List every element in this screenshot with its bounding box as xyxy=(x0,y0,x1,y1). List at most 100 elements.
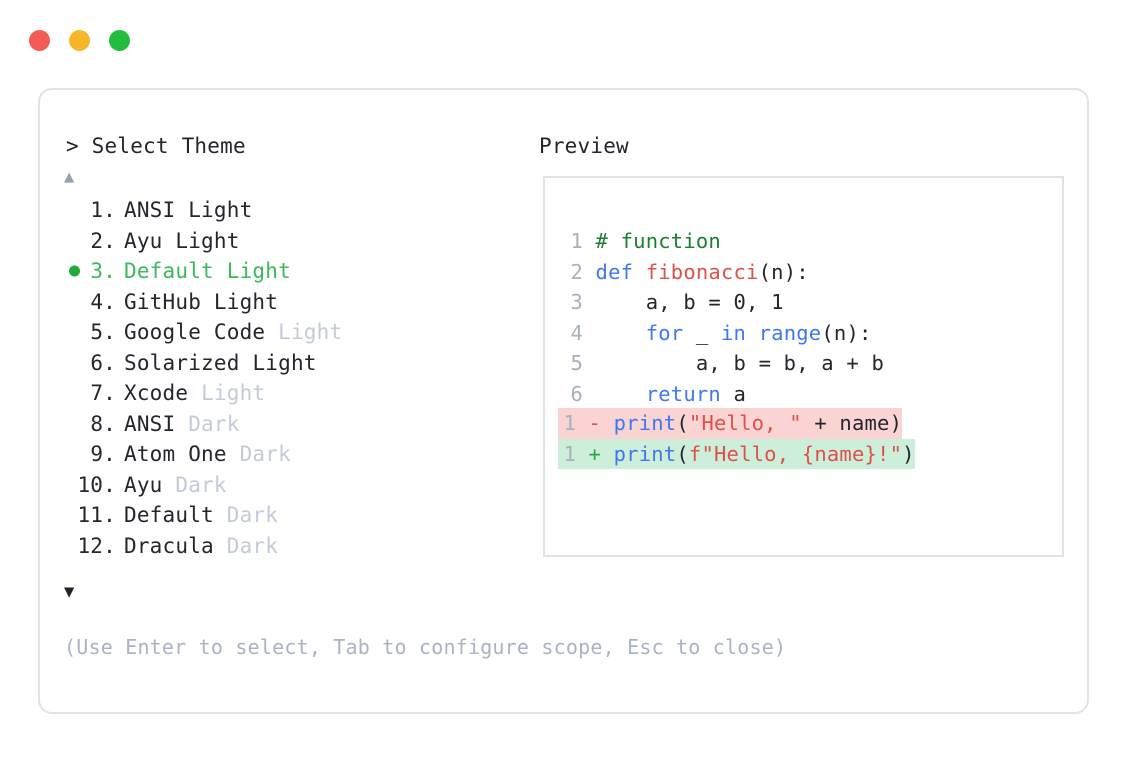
diff-token: ( xyxy=(676,411,689,435)
diff-block: 1 - print("Hello, " + name)1 + print(f"H… xyxy=(558,408,915,469)
line-number: 2 xyxy=(570,259,583,284)
code-gutter-space xyxy=(583,321,596,345)
window-titlebar xyxy=(29,30,130,51)
theme-item-name: Google Code xyxy=(124,320,279,345)
theme-item-index: 11. xyxy=(77,503,116,528)
theme-item-variant: Light xyxy=(188,198,253,223)
code-token xyxy=(746,321,759,345)
scroll-up-icon[interactable]: ▲ xyxy=(64,167,75,187)
code-token: a xyxy=(720,381,747,406)
theme-item-name: Xcode xyxy=(124,381,202,406)
code-token: (n): xyxy=(821,320,872,345)
theme-item-index: 3. xyxy=(90,259,116,284)
diff-sign: - xyxy=(576,411,614,435)
code-line: 1 # function xyxy=(565,226,884,257)
theme-item-variant: Light xyxy=(175,228,240,253)
code-token: return xyxy=(645,381,721,406)
theme-item-index: 4. xyxy=(90,289,116,314)
theme-item-name: ANSI xyxy=(124,411,189,436)
code-line: 6 return a xyxy=(565,379,884,410)
theme-item-name: Ayu xyxy=(124,228,176,253)
code-token: a, b = b, a + b xyxy=(595,351,885,375)
diff-sign: + xyxy=(576,441,614,466)
code-line: 4 for _ in range(n): xyxy=(565,318,884,349)
code-token: a, b = 0, 1 xyxy=(595,290,784,314)
theme-item-variant: Dark xyxy=(226,533,279,558)
diff-line-number: 1 xyxy=(563,441,576,466)
theme-item-name: ANSI xyxy=(124,198,189,223)
theme-item-index: 5. xyxy=(90,320,116,345)
code-gutter-space xyxy=(583,290,596,314)
code-line: 2 def fibonacci(n): xyxy=(565,257,884,288)
theme-list-item[interactable]: 9.Atom One Dark xyxy=(66,439,536,470)
code-line: 5 a, b = b, a + b xyxy=(565,348,884,379)
theme-item-variant: Light xyxy=(213,289,279,314)
code-token: # function xyxy=(595,229,721,253)
code-token: range xyxy=(758,320,822,345)
code-token: (n): xyxy=(758,259,809,284)
theme-item-variant: Dark xyxy=(226,503,279,528)
diff-token: "Hello, " xyxy=(688,411,802,435)
diff-token: f"Hello, {name}!" xyxy=(688,441,903,466)
code-token: def xyxy=(595,259,646,284)
theme-list-item[interactable]: 11. Default Dark xyxy=(66,500,536,531)
diff-line: 1 - print("Hello, " + name) xyxy=(558,408,903,439)
theme-item-name: Solarized xyxy=(124,350,253,375)
theme-list-item[interactable]: 12. Dracula Dark xyxy=(66,531,536,562)
diff-token: ( xyxy=(676,441,689,466)
theme-list-item[interactable]: 5. Google Code Light xyxy=(66,317,536,348)
theme-item-index: 10. xyxy=(77,472,116,497)
minimize-button[interactable] xyxy=(69,30,90,51)
code-line: 3 a, b = 0, 1 xyxy=(565,287,884,318)
close-button[interactable] xyxy=(29,30,50,51)
theme-item-index: 7. xyxy=(90,381,116,406)
selected-bullet-icon xyxy=(69,265,80,277)
diff-line: 1 + print(f"Hello, {name}!") xyxy=(558,438,915,469)
theme-list-item[interactable]: 3. Default Light xyxy=(66,256,536,287)
line-number: 3 xyxy=(570,290,583,314)
line-number: 1 xyxy=(570,229,583,253)
theme-list-item[interactable]: 10. Ayu Dark xyxy=(66,470,536,501)
theme-item-name: Dracula xyxy=(124,533,227,558)
theme-list-item[interactable]: 8. ANSI Dark xyxy=(66,409,536,440)
line-number: 5 xyxy=(570,351,583,375)
diff-token: ) xyxy=(902,441,915,466)
theme-item-index: 1. xyxy=(90,198,116,223)
theme-item-name: Ayu xyxy=(124,472,176,497)
theme-list-item[interactable]: 4. GitHub Light xyxy=(66,287,536,318)
page-title: > Select Theme xyxy=(66,134,246,158)
theme-item-index: 12. xyxy=(77,533,116,558)
theme-picker-card: > Select Theme ▲ 1. ANSI Light 2. Ayu Light… xyxy=(38,88,1089,714)
theme-item-variant: Light xyxy=(201,381,266,406)
keyboard-hint: (Use Enter to select, Tab to configure s… xyxy=(64,635,787,659)
theme-list-item[interactable]: 7. Xcode Light xyxy=(66,378,536,409)
theme-item-name: Default xyxy=(124,503,227,528)
theme-item-variant: Dark xyxy=(188,411,240,436)
code-gutter-space xyxy=(583,260,596,284)
scroll-down-icon[interactable]: ▼ xyxy=(64,582,75,602)
theme-item-index: 6. xyxy=(90,350,116,375)
theme-item-variant: Dark xyxy=(239,442,291,467)
diff-token: print xyxy=(613,411,677,435)
theme-item-variant: Light xyxy=(226,259,291,284)
theme-item-variant: Dark xyxy=(175,472,227,497)
theme-list-item[interactable]: 6.Solarized Light xyxy=(66,348,536,379)
theme-item-index: 2. xyxy=(90,228,116,253)
code-token xyxy=(596,321,646,345)
theme-item-index: 8. xyxy=(90,411,116,436)
line-number: 4 xyxy=(570,320,583,345)
theme-item-name: Atom One xyxy=(124,442,240,467)
diff-line-number: 1 xyxy=(563,411,576,435)
code-token xyxy=(596,382,646,406)
theme-item-variant: Light xyxy=(278,320,343,345)
theme-list-item[interactable]: 2. Ayu Light xyxy=(66,226,536,257)
theme-item-name: GitHub xyxy=(124,289,214,314)
theme-list-item[interactable]: 1. ANSI Light xyxy=(66,195,536,226)
diff-token: print xyxy=(613,441,677,466)
theme-item-name: Default xyxy=(124,259,227,284)
code-token: for xyxy=(645,320,684,345)
maximize-button[interactable] xyxy=(109,30,130,51)
